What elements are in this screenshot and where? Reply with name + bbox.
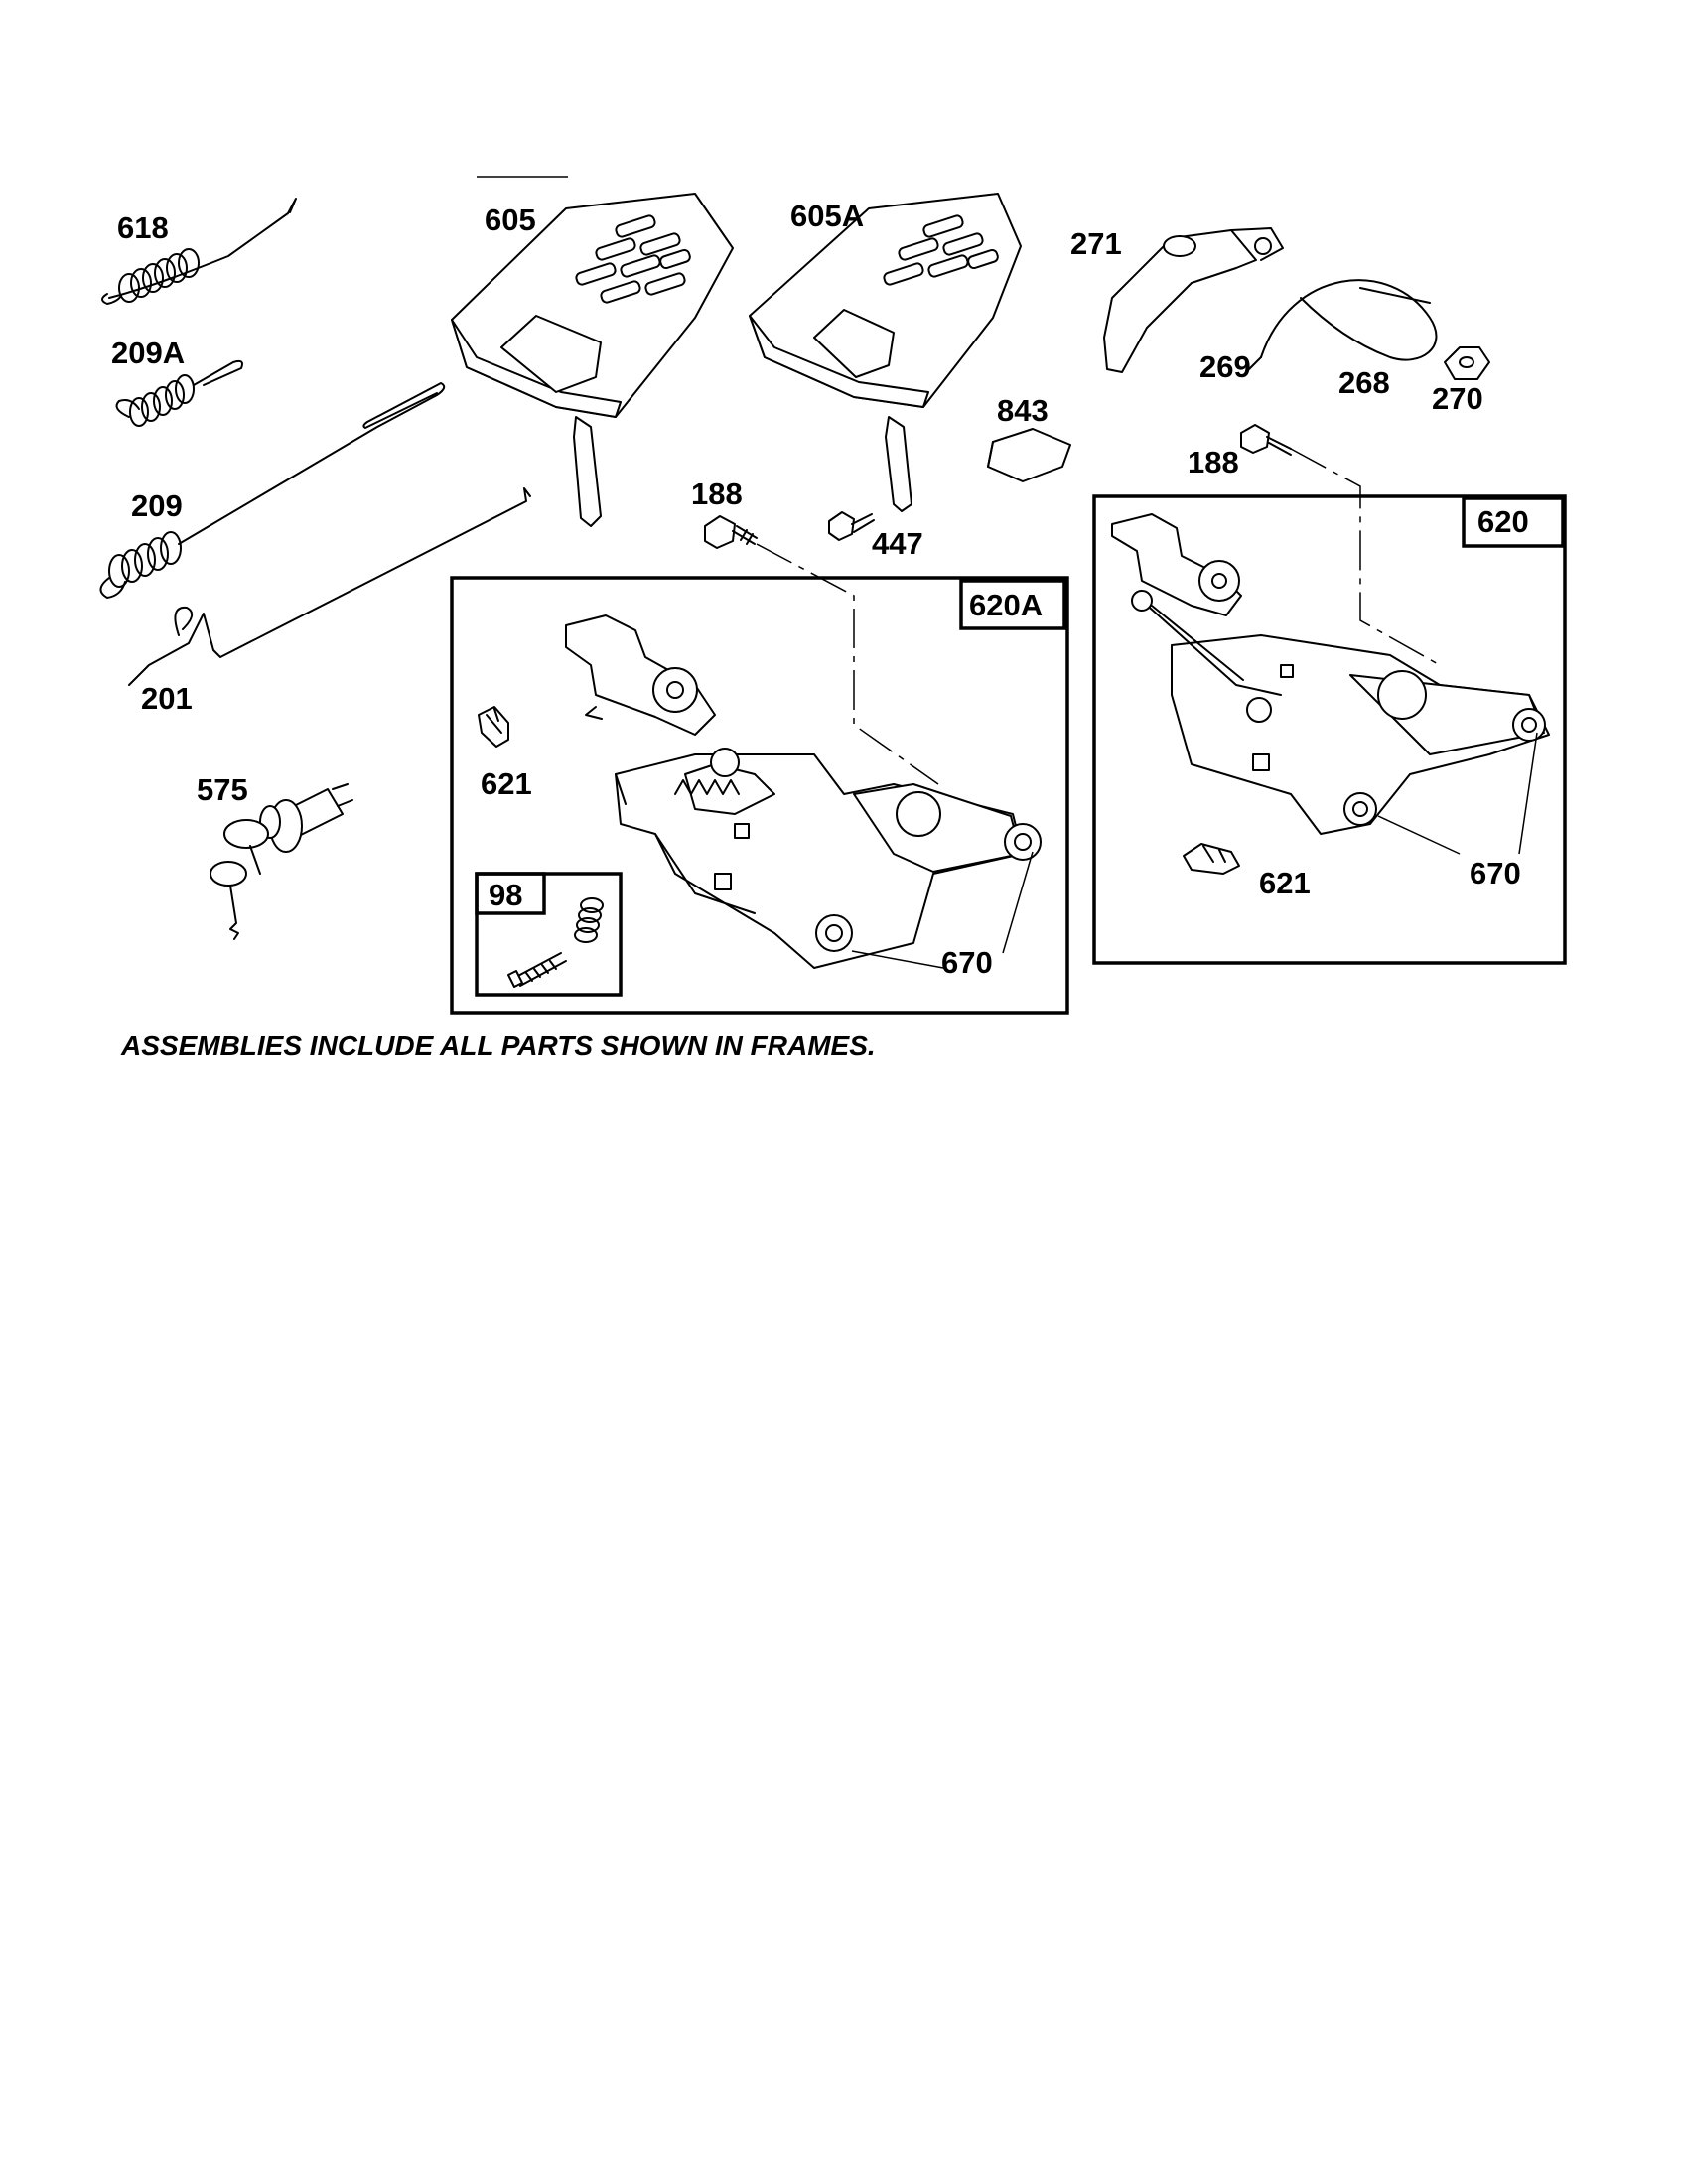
bolt-188-left-drawing [704,515,758,549]
frame-98-label-box [475,872,546,915]
key-switch-575-drawing [210,783,353,940]
assemblies-note: ASSEMBLIES INCLUDE ALL PARTS SHOWN IN FR… [121,1030,876,1061]
leader-670-right [1377,815,1461,855]
leader-670-left-top [1002,851,1034,954]
label-part-271: 271 [1070,226,1122,261]
label-part-575: 575 [197,772,248,807]
spring-618-drawing [101,198,297,305]
clip-621-left-drawing [478,706,509,748]
label-frame-98: 98 [489,878,523,912]
bolt-188-right-drawing [1240,424,1292,456]
label-part-843: 843 [997,393,1049,428]
cover-605-drawing [451,193,734,527]
clip-621-right-drawing [1183,843,1240,875]
spring-209A-drawing [115,359,243,427]
label-part-269: 269 [1199,349,1251,384]
leader-670-right-top [1518,732,1538,855]
label-frame-620A: 620A [969,588,1044,622]
label-part-270: 270 [1432,381,1483,416]
label-part-188-left: 188 [691,477,743,511]
spring-209-drawing [99,382,446,599]
frame-620-box [1092,494,1567,965]
leader-670-left [851,950,944,969]
frame-620-label-box [1462,496,1565,548]
bolt-447-drawing [828,511,875,541]
label-part-188-right: 188 [1188,445,1239,479]
label-part-209A: 209A [111,336,186,370]
label-part-209: 209 [131,488,183,523]
sleeve-843-drawing [987,428,1071,482]
governor-assembly-620A-drawing [565,614,1042,969]
nut-270-drawing [1444,346,1490,380]
label-part-670-left: 670 [941,945,993,980]
label-frame-620: 620 [1477,504,1529,539]
label-part-670-right: 670 [1470,856,1521,890]
screw-98-drawing [507,897,604,988]
bracket-271-drawing [1103,227,1284,373]
label-part-268: 268 [1338,365,1390,400]
label-part-605A: 605A [790,199,865,233]
frame-98-box [475,872,623,997]
cover-605A-drawing [749,193,1022,512]
label-part-621-left: 621 [481,766,532,801]
label-part-201: 201 [141,681,193,716]
governor-assembly-620-drawing [1111,513,1550,835]
frame-620A-box [450,576,1069,1015]
label-part-618: 618 [117,210,169,245]
rod-201-drawing [128,487,531,686]
label-part-605: 605 [485,203,536,237]
cable-268-drawing [1248,279,1438,370]
label-part-621-right: 621 [1259,866,1311,900]
label-part-447: 447 [872,526,923,561]
frame-620A-label-box [959,579,1066,630]
